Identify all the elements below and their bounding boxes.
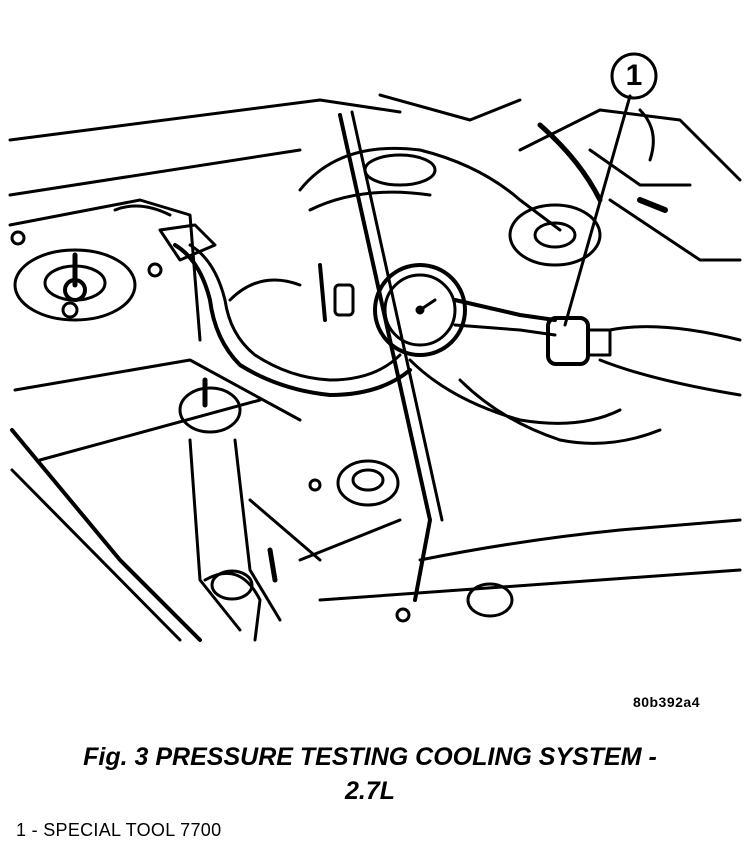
engine-block — [298, 146, 562, 232]
callout-leader-line — [563, 94, 632, 327]
image-reference-code: 80b392a4 — [632, 694, 700, 710]
special-tool-adapter — [546, 316, 590, 366]
legend-item: 1 - SPECIAL TOOL 7700 — [16, 820, 222, 840]
caption-line-1: Fig. 3 PRESSURE TESTING COOLING SYSTEM - — [83, 743, 657, 771]
callout-circle — [610, 52, 658, 100]
dipstick — [338, 113, 432, 602]
strut-tower-left — [13, 248, 137, 322]
coolant-hose — [173, 243, 412, 397]
callout-number-1: 1 — [625, 59, 643, 92]
hood-edge — [8, 98, 402, 142]
figure-caption: Fig. 3 PRESSURE TESTING COOLING SYSTEM -… — [0, 740, 740, 808]
caption-line-2: 2.7L — [344, 777, 396, 805]
reservoir-cap — [336, 459, 400, 507]
hand — [598, 325, 742, 397]
legend: 1 - SPECIAL TOOL 7700 — [16, 820, 221, 841]
pressure-gauge — [373, 263, 467, 357]
engine-illustration — [8, 52, 742, 642]
